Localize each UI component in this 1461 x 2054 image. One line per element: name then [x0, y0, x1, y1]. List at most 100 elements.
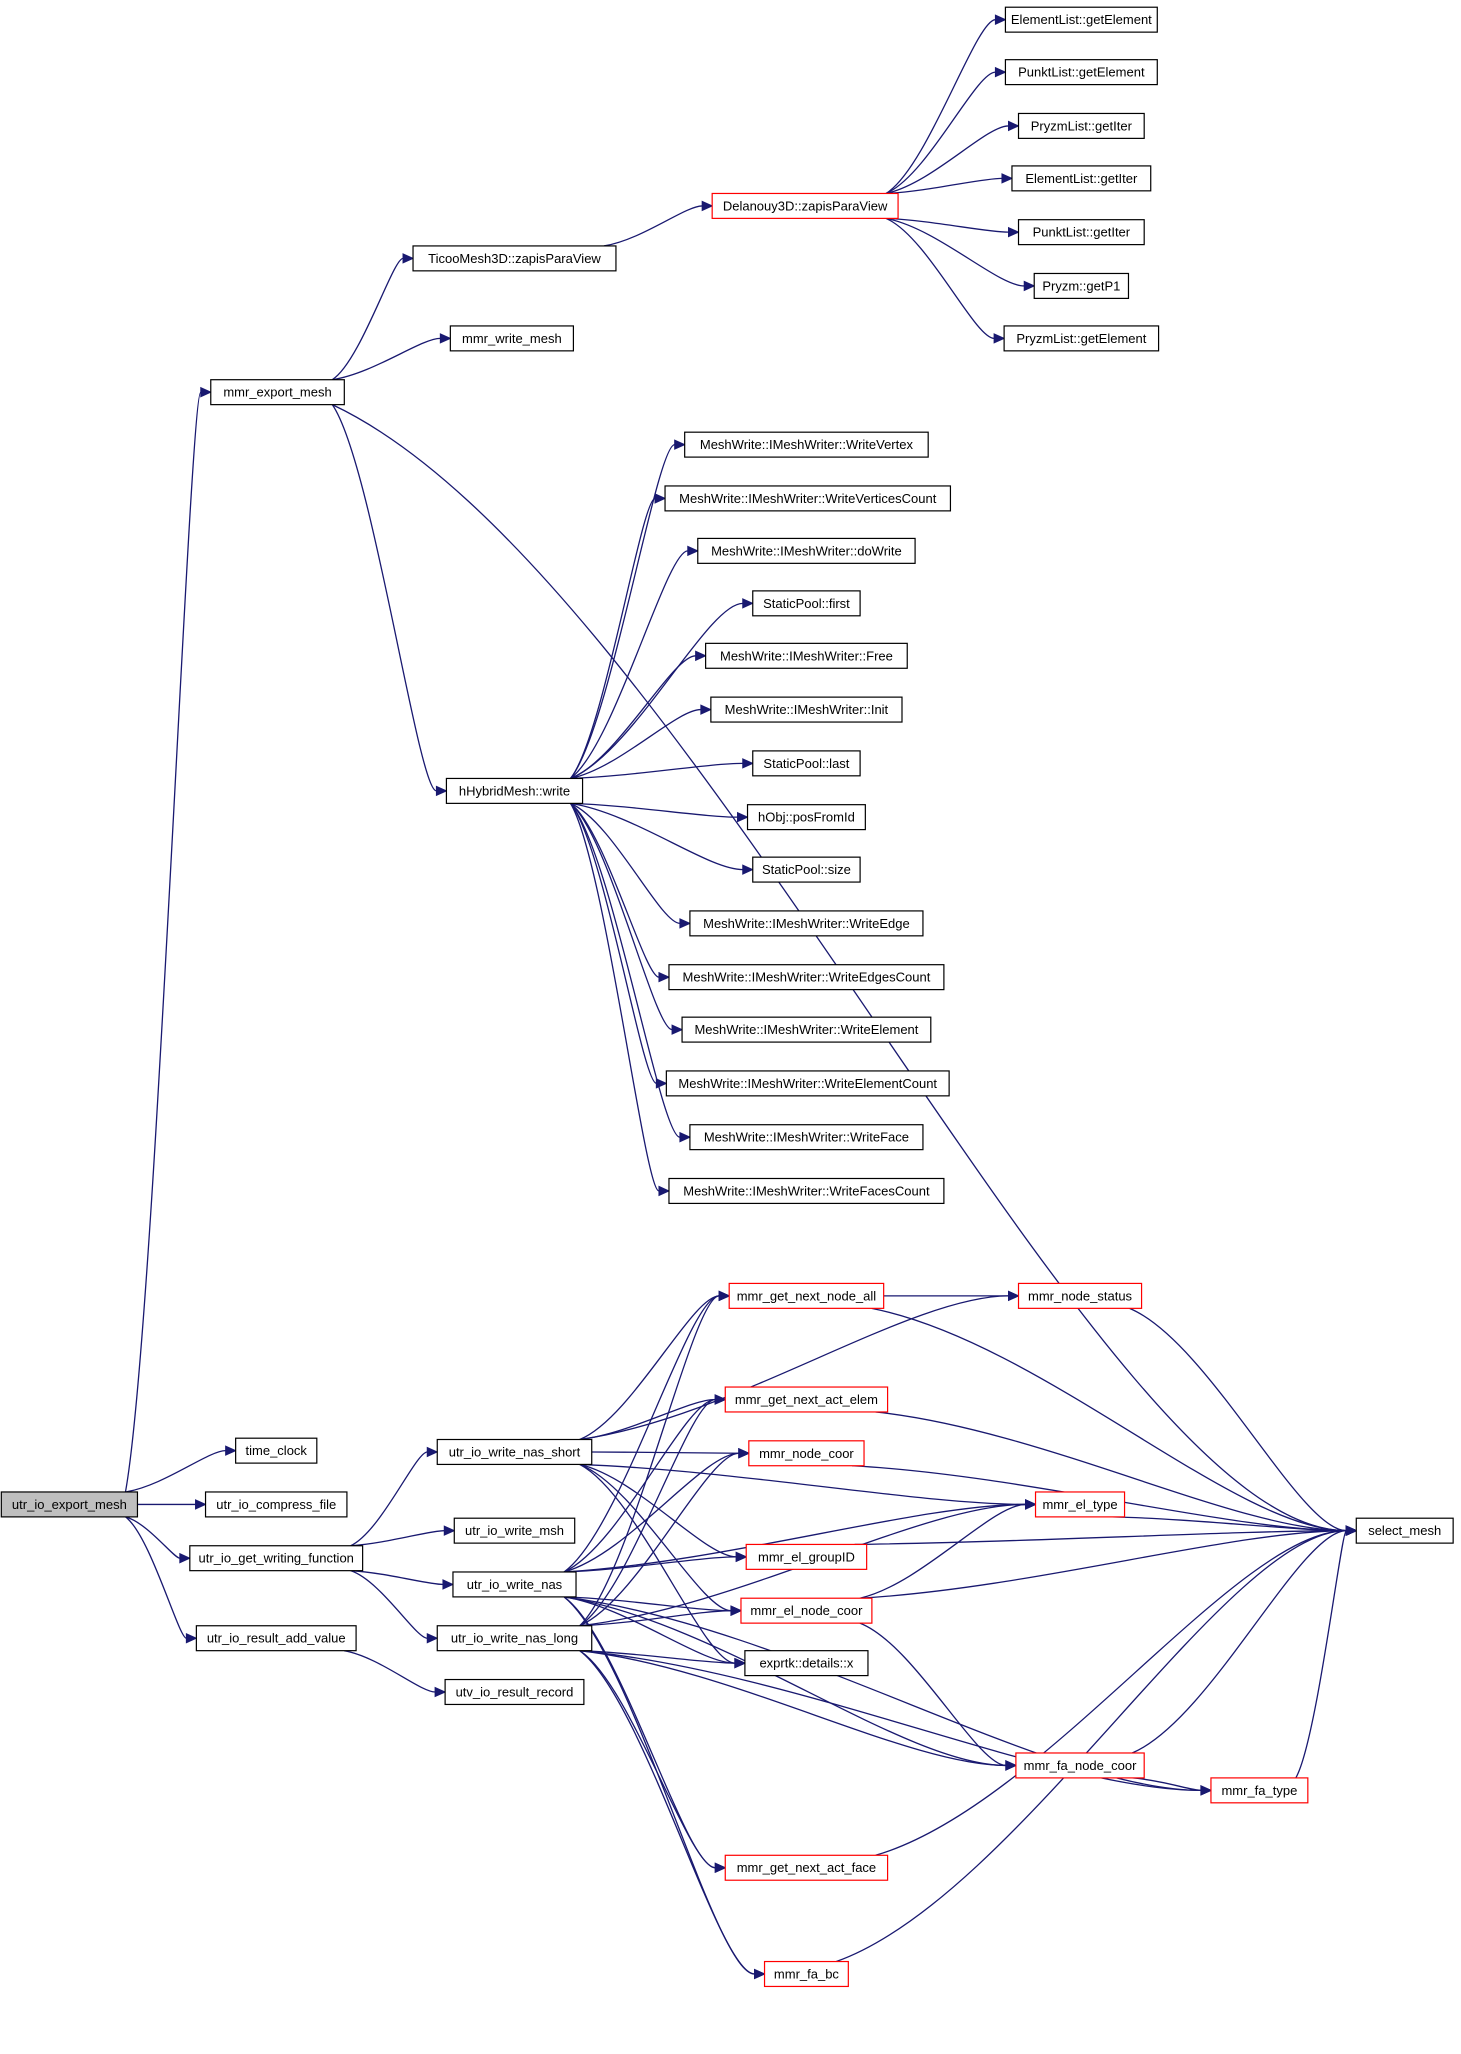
node-node-status[interactable]: mmr_node_status [1017, 1282, 1143, 1309]
call-edge-el_node_coor-to-el_type [859, 1499, 1037, 1599]
call-edge-nas_long-to-next_act_face [579, 1650, 727, 1874]
call-edge-hybrid_write-to-mw_element [570, 802, 684, 1035]
call-edge-delanouy-to-pk_getIter [886, 217, 1020, 238]
node-el-type[interactable]: mmr_el_type [1034, 1491, 1126, 1518]
call-edge-root-to-result_add [125, 1516, 198, 1644]
node-label: utr_io_result_add_value [207, 1631, 346, 1646]
node-mw-ecount[interactable]: MeshWrite::IMeshWriter::WriteEdgesCount [668, 964, 945, 991]
node-mw-init[interactable]: MeshWrite::IMeshWriter::Init [710, 696, 903, 723]
node-label: mmr_node_status [1028, 1288, 1133, 1303]
call-edge-hybrid_write-to-mw_free [570, 650, 707, 780]
node-pk-getIter[interactable]: PunktList::getIter [1017, 219, 1145, 246]
node-label: MeshWrite::IMeshWriter::WriteFacesCount [683, 1183, 930, 1198]
node-pk-getElement[interactable]: PunktList::getElement [1004, 59, 1158, 86]
node-next-act-face[interactable]: mmr_get_next_act_face [724, 1854, 889, 1881]
node-label: mmr_el_type [1042, 1497, 1117, 1512]
call-edge-get_wf-to-nas_short [350, 1446, 439, 1547]
node-write-nas[interactable]: utr_io_write_nas [452, 1571, 577, 1598]
arrowhead [994, 66, 1007, 78]
node-el-node-coor[interactable]: mmr_el_node_coor [740, 1597, 873, 1624]
call-edge-nas_short-to-el_type [579, 1463, 1037, 1510]
node-root[interactable]: utr_io_export_mesh [0, 1491, 139, 1518]
node-label: utr_io_compress_file [216, 1497, 336, 1512]
node-label: utv_io_result_record [456, 1684, 574, 1699]
node-hybrid-write[interactable]: hHybridMesh::write [445, 777, 584, 804]
node-el-getIter[interactable]: ElementList::getIter [1011, 165, 1152, 192]
node-fa-node-coor[interactable]: mmr_fa_node_coor [1015, 1752, 1145, 1779]
call-edge-ticoo-to-delanouy [603, 200, 714, 247]
node-mw-vertex[interactable]: MeshWrite::IMeshWriter::WriteVertex [684, 431, 929, 458]
node-sp-size[interactable]: StaticPool::size [752, 856, 861, 883]
node-el-getElement[interactable]: ElementList::getElement [1004, 6, 1158, 33]
node-compress[interactable]: utr_io_compress_file [204, 1491, 348, 1518]
arrowhead [695, 650, 707, 662]
node-py-getIter[interactable]: PryzmList::getIter [1017, 112, 1145, 139]
arrowhead [738, 1448, 751, 1459]
node-ticoo[interactable]: TicooMesh3D::zapisParaView [412, 245, 617, 272]
node-pryzm-getP1[interactable]: Pryzm::getP1 [1033, 272, 1130, 299]
call-edge-hybrid_write-to-sp_size [570, 802, 754, 875]
call-edge-node_status-to-select_mesh [1129, 1307, 1358, 1536]
node-label: mmr_fa_bc [774, 1966, 840, 1981]
node-result-record[interactable]: utv_io_result_record [444, 1678, 585, 1706]
node-mw-face[interactable]: MeshWrite::IMeshWriter::WriteFace [689, 1124, 924, 1151]
node-sp-first[interactable]: StaticPool::first [752, 590, 861, 617]
node-label: StaticPool::first [763, 596, 850, 611]
node-nas-long[interactable]: utr_io_write_nas_long [436, 1625, 593, 1652]
node-fa-bc[interactable]: mmr_fa_bc [763, 1960, 849, 1988]
node-mw-dowrite[interactable]: MeshWrite::IMeshWriter::doWrite [697, 537, 916, 564]
node-write-mesh[interactable]: mmr_write_mesh [449, 325, 575, 352]
node-hobj-pos[interactable]: hObj::posFromId [746, 804, 866, 831]
node-mw-vcount[interactable]: MeshWrite::IMeshWriter::WriteVerticesCou… [664, 485, 952, 512]
node-nas-short[interactable]: utr_io_write_nas_short [436, 1438, 593, 1466]
node-label: hObj::posFromId [758, 810, 855, 825]
call-edge-hybrid_write-to-mw_face [570, 802, 692, 1143]
arrowhead [993, 333, 1006, 344]
node-el-groupID[interactable]: mmr_el_groupID [745, 1543, 868, 1570]
call-edge-nas_long-to-next_act_elem [579, 1394, 727, 1627]
node-mw-fcount[interactable]: MeshWrite::IMeshWriter::WriteFacesCount [668, 1177, 945, 1205]
node-fa-type[interactable]: mmr_fa_type [1210, 1777, 1309, 1804]
call-edge-write_nas-to-node_coor [563, 1448, 751, 1573]
node-time-clock[interactable]: time_clock [235, 1437, 318, 1464]
node-label: utr_io_write_nas_long [451, 1631, 578, 1646]
node-label: mmr_export_mesh [223, 385, 331, 400]
node-export-mesh[interactable]: mmr_export_mesh [210, 379, 345, 406]
call-edge-result_add-to-result_record [343, 1650, 447, 1698]
call-edge-root-to-get_wf [125, 1516, 192, 1564]
edge-layer [124, 14, 1358, 1980]
node-label: ElementList::getElement [1011, 12, 1152, 27]
call-edge-nas_short-to-exprtk_x [579, 1463, 747, 1669]
arrowhead [402, 253, 415, 264]
node-exprtk-x[interactable]: exprtk::details::x [744, 1650, 869, 1677]
node-label: mmr_fa_type [1221, 1783, 1297, 1798]
arrowhead [671, 1024, 684, 1035]
call-edge-export_mesh-to-hybrid_write [331, 404, 448, 797]
arrowhead [701, 200, 714, 212]
node-node-coor[interactable]: mmr_node_coor [748, 1440, 865, 1467]
arrowhead [1025, 1499, 1037, 1510]
node-sp-last[interactable]: StaticPool::last [752, 750, 861, 777]
call-edge-root-to-time_clock [125, 1445, 237, 1493]
node-mw-elcount[interactable]: MeshWrite::IMeshWriter::WriteElementCoun… [665, 1070, 950, 1097]
arrowhead [735, 1551, 748, 1563]
arrowhead [734, 1657, 747, 1669]
node-mw-edge[interactable]: MeshWrite::IMeshWriter::WriteEdge [689, 910, 924, 937]
node-delanouy[interactable]: Delanouy3D::zapisParaView [711, 192, 899, 219]
node-write-msh[interactable]: utr_io_write_msh [453, 1517, 576, 1544]
call-edge-hybrid_write-to-mw_ecount [570, 802, 671, 983]
node-mw-element[interactable]: MeshWrite::IMeshWriter::WriteElement [681, 1016, 932, 1043]
arrowhead [435, 785, 448, 797]
node-result-add[interactable]: utr_io_result_add_value [195, 1625, 357, 1652]
node-select-mesh[interactable]: select_mesh [1355, 1517, 1454, 1544]
node-label: PunktList::getIter [1033, 225, 1131, 240]
arrowhead [754, 1968, 766, 1980]
node-get-wf[interactable]: utr_io_get_writing_function [189, 1545, 364, 1572]
node-mw-free[interactable]: MeshWrite::IMeshWriter::Free [705, 642, 908, 669]
call-edge-get_wf-to-write_nas [350, 1570, 455, 1590]
node-next-node-all[interactable]: mmr_get_next_node_all [728, 1282, 885, 1309]
arrowhead [426, 1632, 439, 1644]
node-py-getElement[interactable]: PryzmList::getElement [1003, 325, 1160, 352]
node-next-act-elem[interactable]: mmr_get_next_act_elem [724, 1386, 889, 1413]
arrowhead [1008, 120, 1020, 132]
